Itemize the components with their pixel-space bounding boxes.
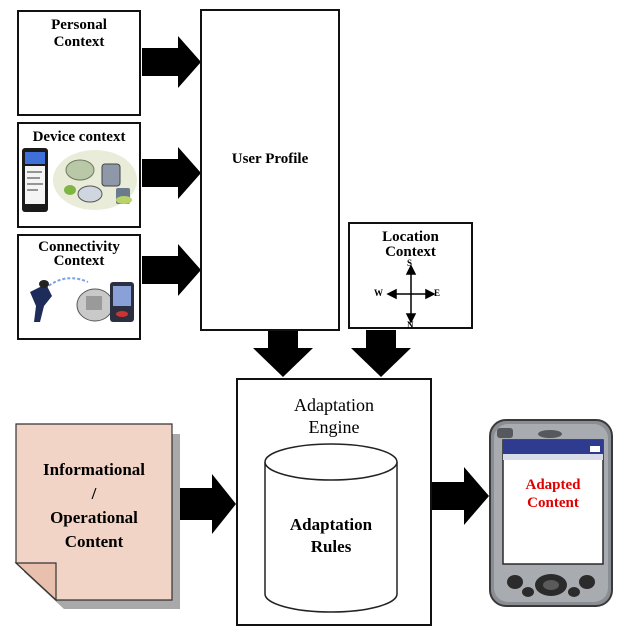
adapted-content-title: Adapted Content: [503, 476, 603, 512]
arrow-engine-to-pda: [432, 467, 489, 525]
personal-context-line2: Context: [53, 34, 105, 50]
adaptation-engine-line2: Engine: [308, 417, 360, 437]
informational-content-line1: Informational: [43, 460, 145, 479]
device-context-title: Device context: [19, 129, 139, 146]
device-context-box: Device context: [17, 122, 141, 228]
pda-device-icon: [489, 419, 613, 607]
user-profile-box: User Profile: [200, 9, 340, 331]
adaptation-rules-line1: Adaptation: [289, 515, 373, 534]
location-context-title: Location Context: [350, 230, 471, 260]
devices-icon: [22, 148, 137, 212]
personal-context-title: Personal Context: [19, 17, 139, 51]
informational-content-line3: Operational: [50, 508, 138, 527]
adaptation-rules-title: Adaptation Rules: [265, 514, 397, 558]
arrow-location-to-engine: [351, 330, 411, 377]
compass-east-label: E: [434, 288, 441, 298]
adaptation-engine-line1: Adaptation: [294, 395, 374, 415]
informational-content-title: Informational / Operational Content: [16, 458, 172, 554]
arrow-profile-to-engine: [253, 330, 313, 377]
informational-document-shape: [14, 423, 180, 609]
location-context-line2: Context: [385, 244, 436, 260]
device-context-label: Device context: [32, 129, 126, 145]
informational-content-line4: Content: [64, 532, 124, 551]
connectivity-context-title: Connectivity Context: [19, 239, 139, 269]
arrow-device-to-profile: [142, 147, 201, 199]
connectivity-context-line1: Connectivity: [38, 239, 120, 255]
compass-bottom-label: N: [407, 320, 414, 330]
adaptation-engine-box: Adaptation Engine: [236, 378, 432, 626]
adapted-content-line1: Adapted: [525, 477, 581, 493]
adaptation-engine-title: Adaptation Engine: [238, 394, 430, 438]
compass-top-label: S: [407, 258, 413, 268]
arrow-connectivity-to-profile: [142, 244, 201, 296]
compass-icon: [386, 264, 436, 324]
compass-west-label: W: [374, 288, 383, 298]
adaptation-rules-cylinder: [264, 443, 398, 613]
connectivity-devices-icon: [30, 277, 134, 322]
connectivity-context-box: Connectivity Context: [17, 234, 141, 340]
arrow-personal-to-profile: [142, 36, 201, 88]
informational-content-line2: /: [91, 484, 97, 503]
user-profile-label: User Profile: [231, 151, 309, 167]
arrow-content-to-engine: [178, 474, 236, 534]
user-profile-title: User Profile: [202, 151, 338, 168]
connectivity-context-line2: Context: [53, 253, 105, 269]
location-context-line1: Location: [382, 229, 439, 245]
personal-context-box: Personal Context: [17, 10, 141, 116]
personal-context-line1: Personal: [51, 17, 107, 33]
adapted-content-line2: Content: [527, 495, 579, 511]
location-context-box: Location Context: [348, 222, 473, 329]
adaptation-rules-line2: Rules: [310, 537, 352, 556]
